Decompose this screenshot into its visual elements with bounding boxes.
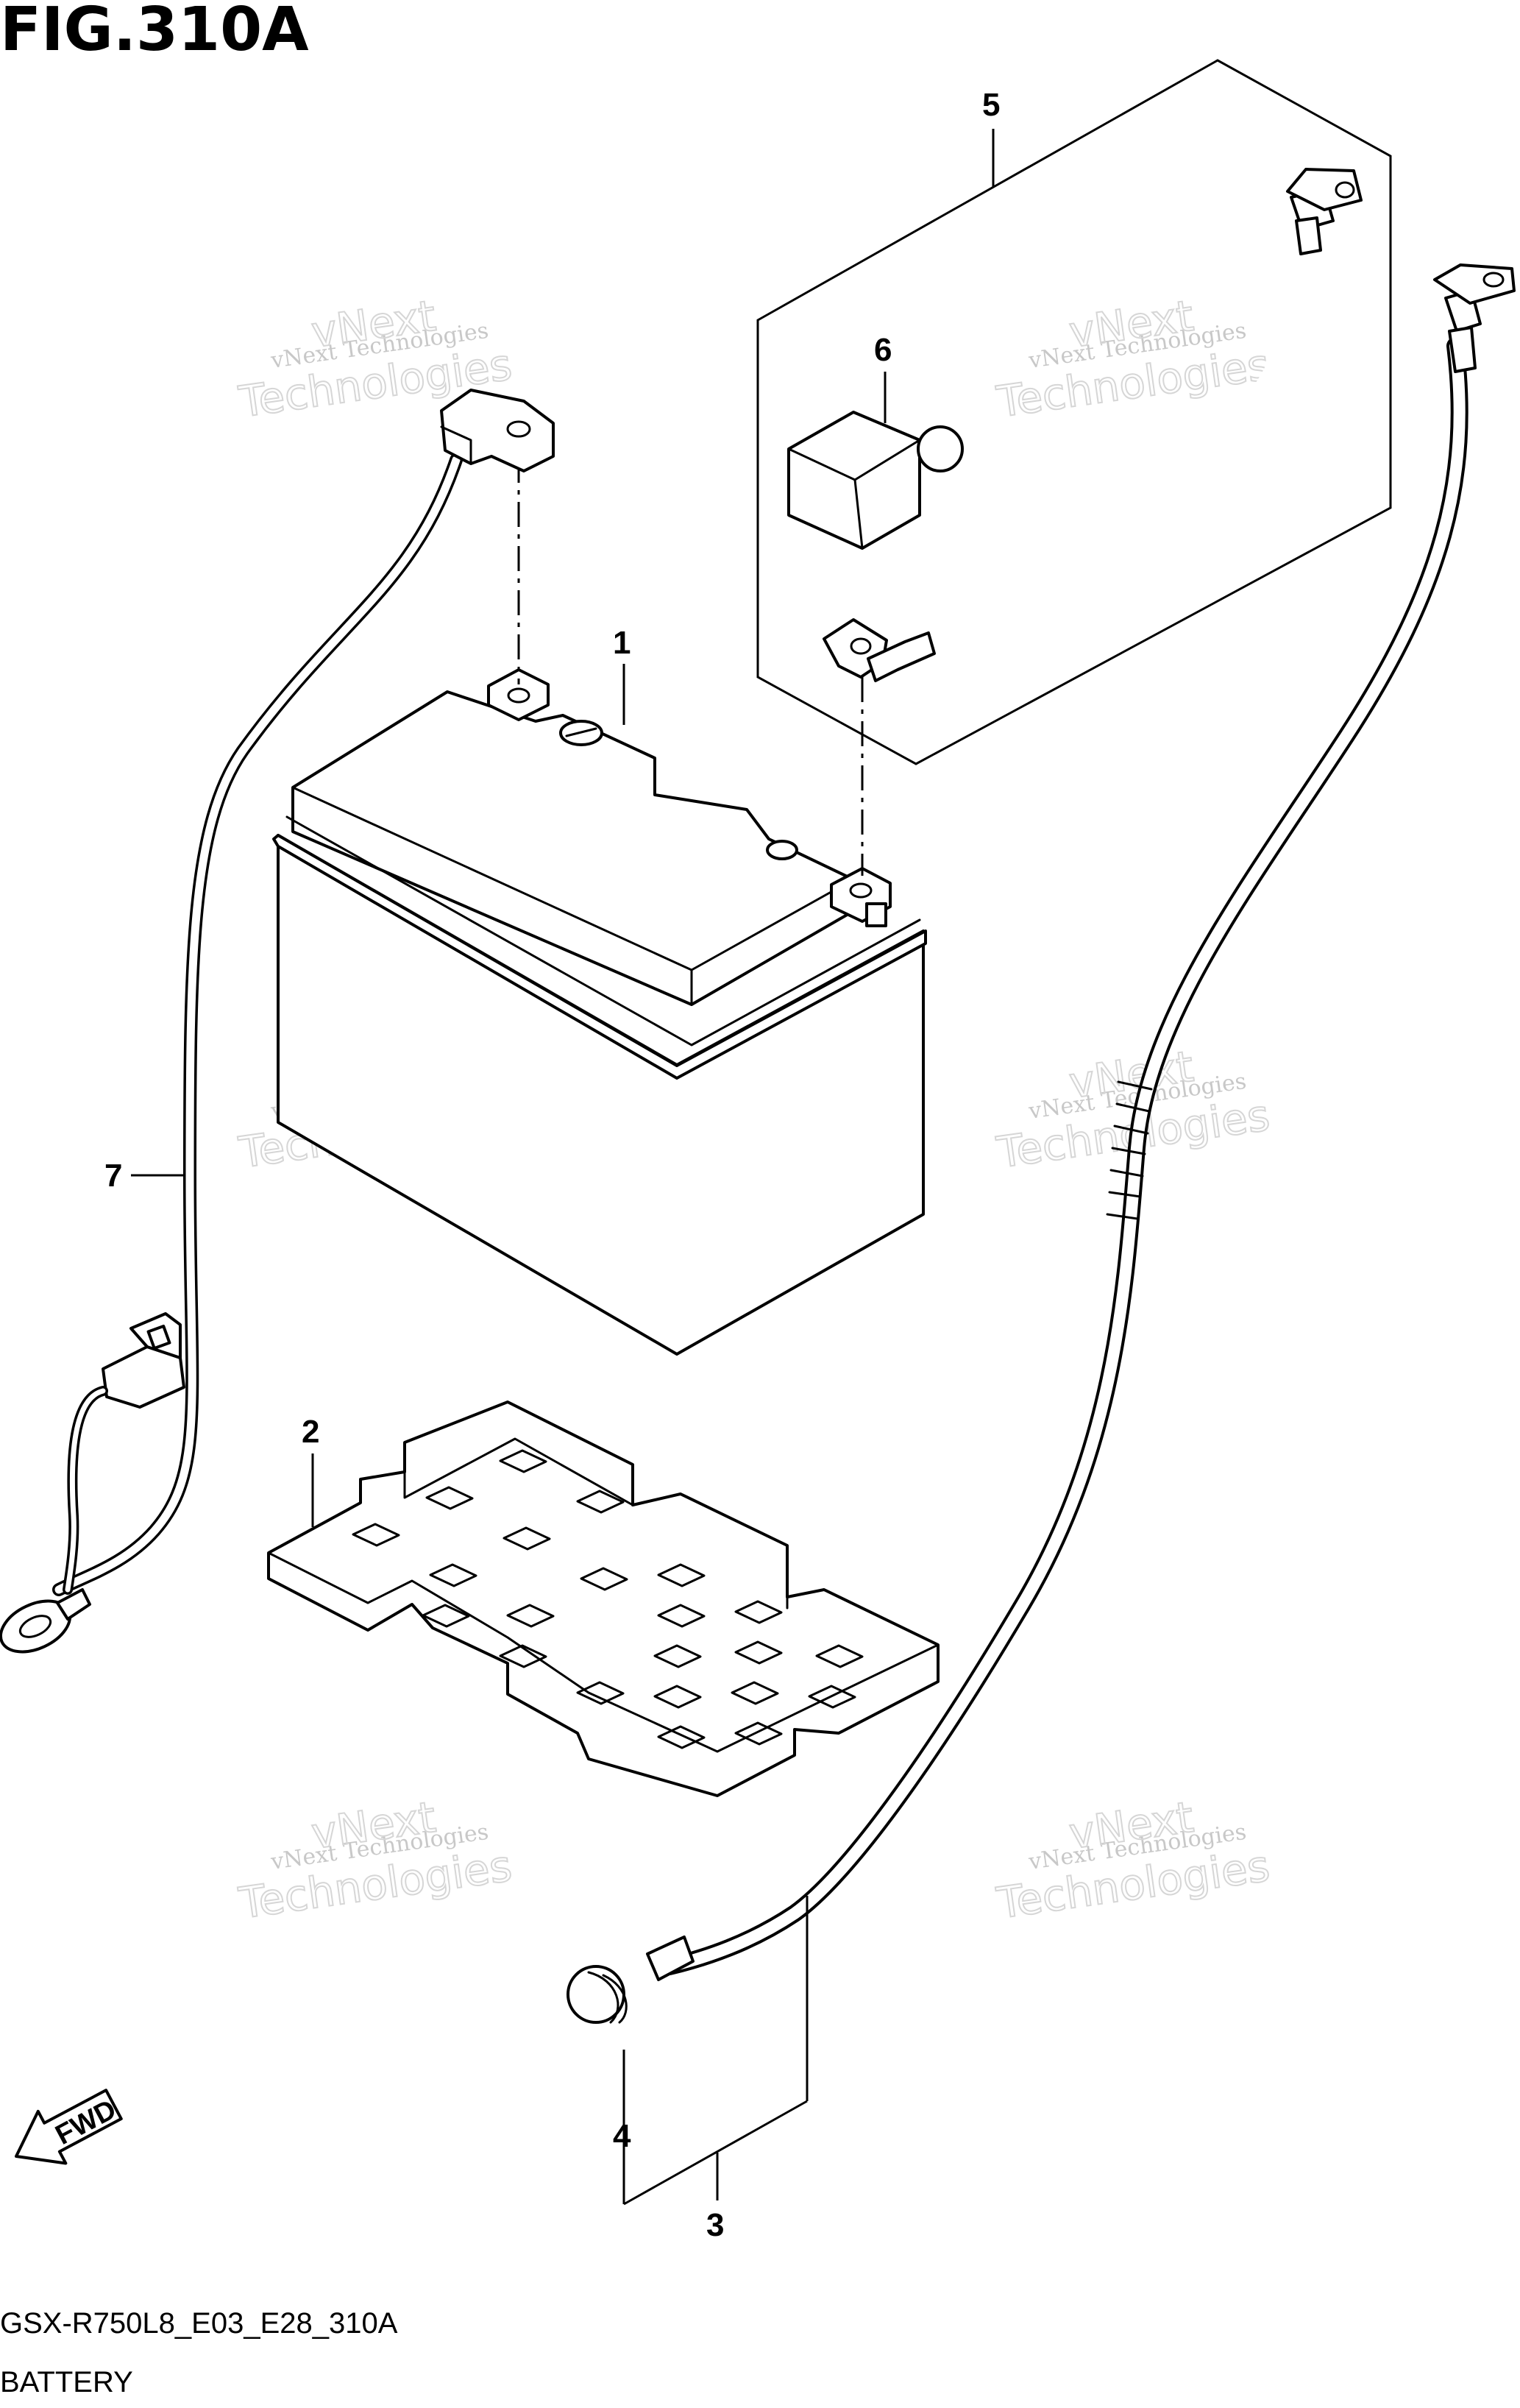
callout-7: 7 <box>104 1158 122 1194</box>
callout-2: 2 <box>302 1414 319 1450</box>
watermark: vNext Technologies vNext Technologies <box>235 1791 515 1930</box>
callout-3: 3 <box>706 2207 724 2243</box>
positive-lead-part-3[interactable] <box>567 263 1516 2024</box>
figure-title: FIG.310A <box>0 0 309 65</box>
figure-code: GSX-R750L8_E03_E28_310A <box>0 2307 398 2340</box>
battery-tray-part-2[interactable] <box>267 1400 940 1797</box>
figure-caption: BATTERY <box>0 2366 133 2398</box>
positive-cable-part-5[interactable] <box>823 168 1363 682</box>
ground-wire-part-7[interactable] <box>0 389 555 1662</box>
watermark: vNext Technologies vNext Technologies <box>992 290 1273 428</box>
callout-4: 4 <box>613 2118 631 2154</box>
callout-6: 6 <box>874 332 892 368</box>
kit-outline-part-5 <box>756 59 1392 765</box>
leader-line-3-bracket <box>623 2100 808 2206</box>
battery-part-1[interactable] <box>272 668 927 1356</box>
terminal-cap-part-6[interactable] <box>787 411 964 550</box>
callout-5: 5 <box>982 87 1000 123</box>
callout-1: 1 <box>613 625 631 661</box>
fwd-arrow-icon: FWD <box>15 2089 123 2165</box>
watermark: vNext Technologies vNext Technologies <box>992 1791 1273 1930</box>
tray-slots <box>352 1449 864 1749</box>
